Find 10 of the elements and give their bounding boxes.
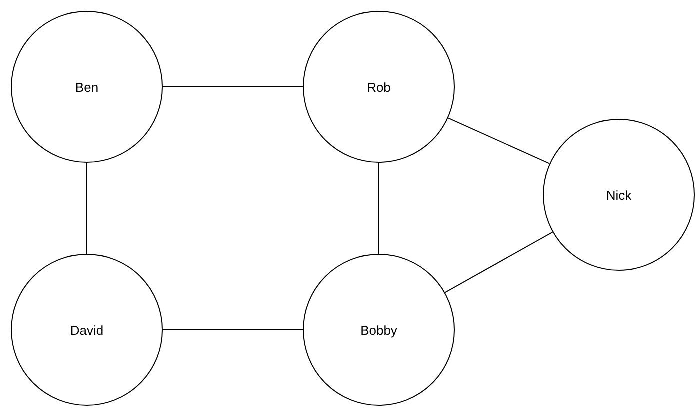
connector-line bbox=[448, 118, 550, 164]
name-label: Rob bbox=[367, 80, 391, 94]
connector-line bbox=[162, 86, 304, 88]
connector-line bbox=[444, 232, 554, 294]
connector-line bbox=[86, 162, 88, 254]
name-label: David bbox=[70, 322, 104, 338]
name-label: Bobby bbox=[360, 322, 398, 338]
name-label: Nick bbox=[606, 188, 632, 202]
name-label: Ben bbox=[75, 80, 99, 94]
connector-line bbox=[378, 162, 380, 254]
